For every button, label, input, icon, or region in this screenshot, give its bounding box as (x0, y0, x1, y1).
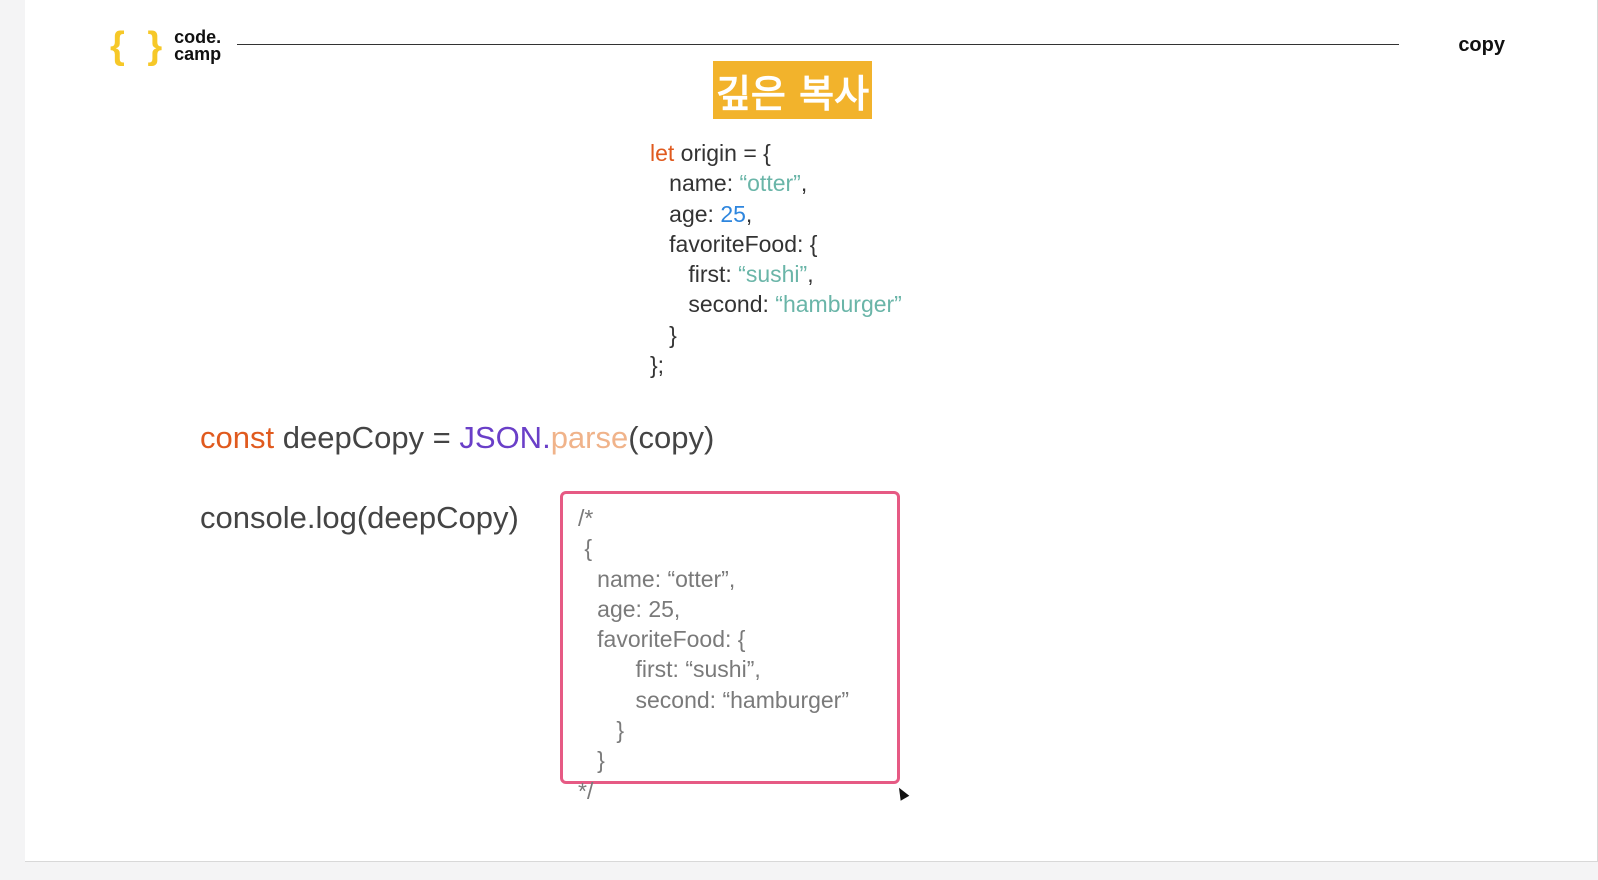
origin-code-block: let origin = { name: “otter”, age: 25, f… (650, 138, 902, 380)
code-number: 25 (720, 200, 746, 227)
code-camp-logo: { } code. camp (110, 26, 221, 66)
console-log-statement: console.log(deepCopy) (200, 500, 519, 535)
comment-line: /* (578, 505, 594, 531)
code-keyword: const (200, 420, 275, 455)
code-punct: , (745, 200, 753, 227)
code-punct: , (800, 170, 808, 197)
logo-line-camp: camp (174, 44, 222, 64)
code-object: JSON. (459, 420, 551, 455)
comment-line: } (578, 717, 625, 744)
code-line: second: “hamburger” (650, 289, 902, 319)
code-method: parse (550, 420, 629, 455)
code-line: first: “sushi”, (650, 259, 902, 289)
slide-heading: 깊은 복사 (713, 61, 872, 119)
code-line: name: “otter”, (650, 168, 902, 198)
comment-line: } (578, 747, 605, 774)
header-title: copy (1458, 34, 1505, 56)
output-comment-block: /* { name: “otter”, age: 25, favoriteFoo… (578, 503, 849, 806)
code-args: (copy) (628, 420, 715, 455)
logo-line-code: code. (174, 27, 222, 47)
deepcopy-statement: const deepCopy = JSON.parse(copy) (200, 420, 714, 456)
code-string: “otter” (739, 170, 801, 197)
code-line: } (650, 321, 677, 348)
comment-line: first: “sushi”, (578, 656, 761, 683)
comment-line: { (578, 535, 593, 562)
comment-line: favoriteFood: { (578, 626, 746, 653)
code-text: deepCopy = (274, 420, 460, 455)
code-line: let origin = { (650, 138, 902, 168)
code-string: “hamburger” (775, 291, 902, 318)
logo-text: code. camp (174, 27, 222, 64)
comment-line: second: “hamburger” (578, 686, 850, 713)
code-punct: , (807, 261, 814, 288)
code-line: favoriteFood: { (650, 230, 818, 257)
code-line: age: 25, (650, 199, 902, 229)
code-key: name: (650, 170, 740, 197)
code-keyword: let (650, 140, 675, 166)
code-line: }; (650, 352, 665, 379)
code-text: origin = { (674, 140, 771, 166)
comment-line: name: “otter”, (578, 565, 736, 592)
code-key: age: (650, 200, 721, 227)
slide (25, 0, 1598, 862)
code-key: first: (650, 261, 739, 288)
braces-logo-icon: { } (110, 25, 169, 67)
code-string: “sushi” (738, 261, 808, 288)
header-divider (237, 44, 1399, 45)
comment-line: */ (578, 777, 594, 804)
code-key: second: (650, 291, 776, 318)
output-highlight-box (560, 491, 900, 784)
comment-line: age: 25, (578, 595, 681, 622)
